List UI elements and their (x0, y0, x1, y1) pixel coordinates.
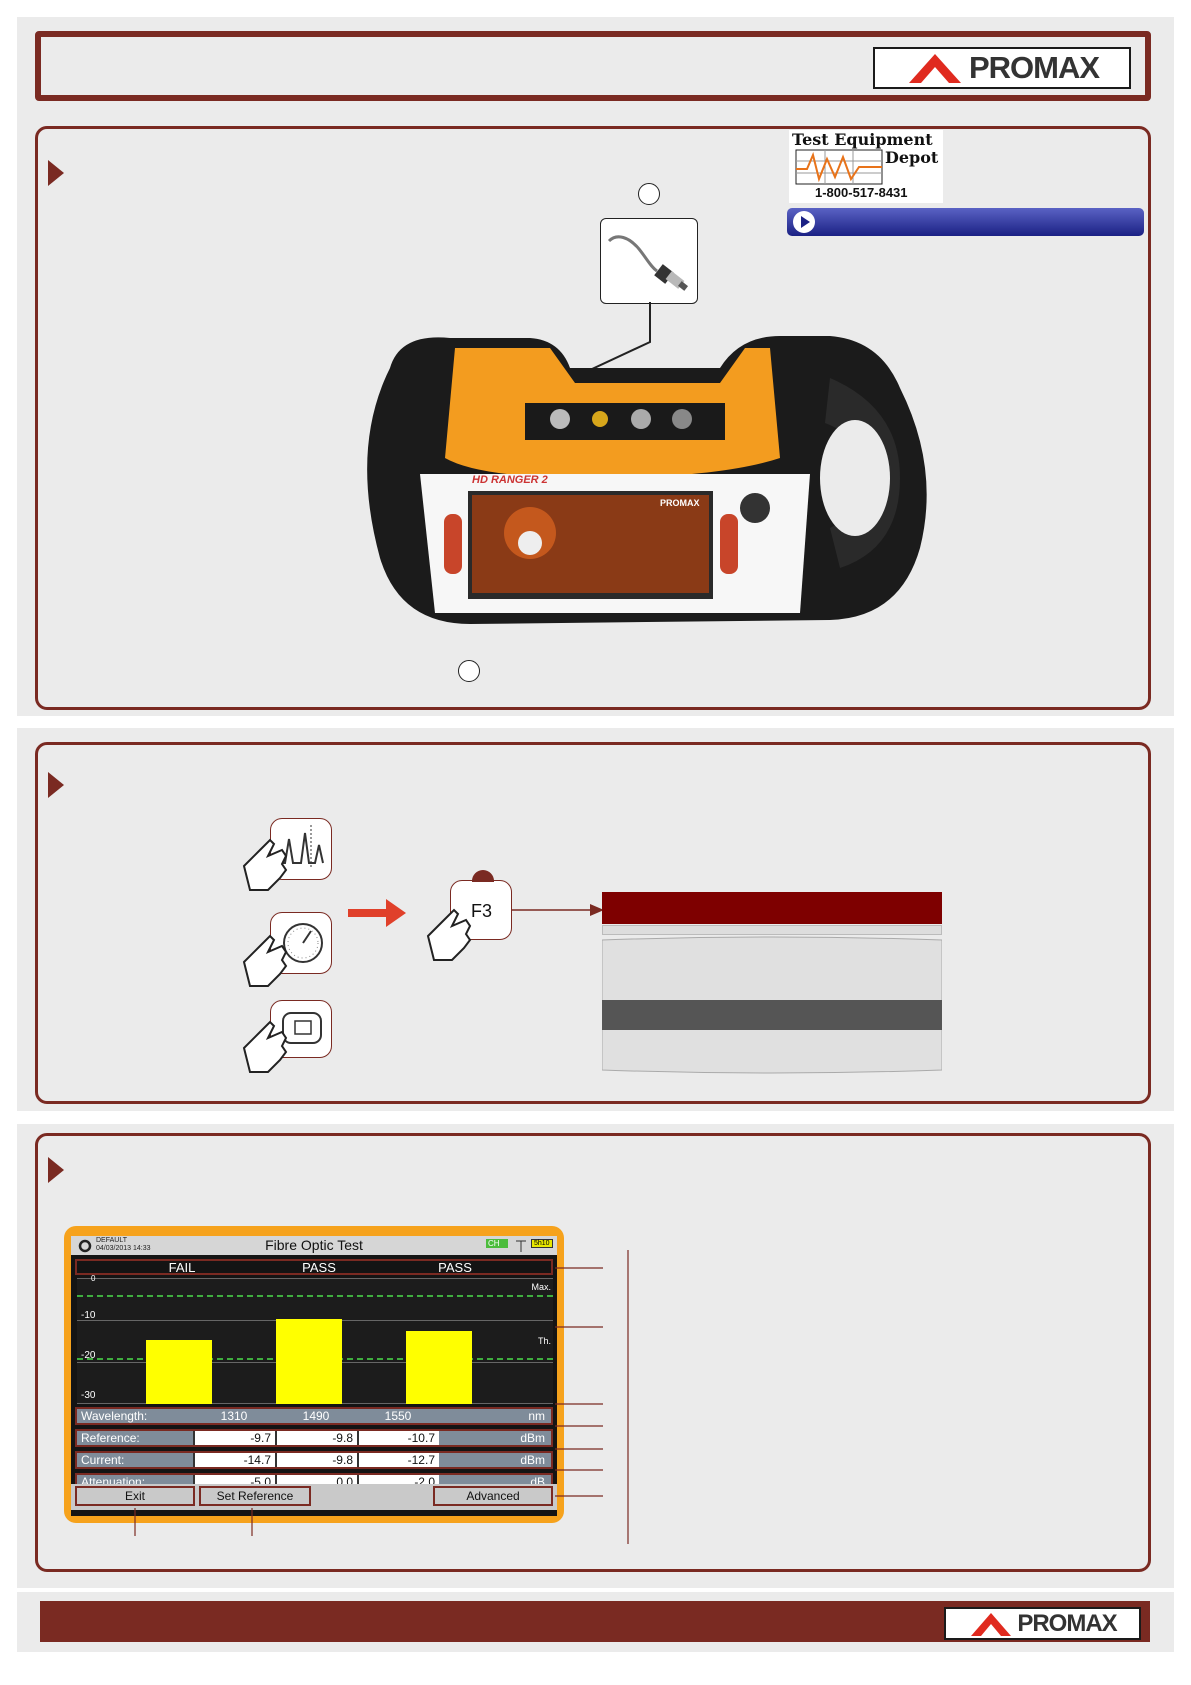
promax-logo-bottom: PROMAX (944, 1607, 1141, 1640)
threshold-label: Th. (537, 1336, 551, 1346)
wavelength-3: 1550 (357, 1409, 439, 1423)
menu-header-bar (602, 892, 942, 924)
result-1490: PASS (302, 1260, 336, 1275)
ad-line2: Depot (885, 148, 939, 167)
reference-1: -9.7 (193, 1431, 275, 1445)
menu-leader-arrow (512, 904, 604, 916)
device-screen-logo: PROMAX (660, 498, 700, 508)
y-tick-10: -10 (81, 1310, 96, 1321)
menu-separator (602, 925, 942, 935)
antenna-icon (516, 1240, 526, 1252)
set-reference-button[interactable]: Set Reference (199, 1486, 311, 1506)
section-2-arrow-icon (48, 772, 64, 798)
play-icon[interactable] (793, 211, 815, 233)
promax-logo-text: PROMAX (968, 50, 1100, 85)
fibre-connector-icon (607, 235, 688, 291)
section-3-arrow-icon (48, 1157, 64, 1183)
wavelength-1: 1310 (193, 1409, 275, 1423)
pointing-hands (242, 838, 288, 1073)
attenuation-bar-chart: 0 -10 -20 -30 Max. Th. (77, 1274, 553, 1404)
settings-gear-icon (78, 1239, 92, 1253)
screen-datetime: 04/03/2013 14:33 (96, 1245, 151, 1252)
promax-logo-top: PROMAX (873, 47, 1131, 89)
f3-key-label: F3 (471, 901, 493, 921)
promax-triangle-icon-bottom (971, 1612, 1012, 1636)
wavelength-unit: nm (528, 1409, 545, 1423)
bar-1490 (276, 1319, 342, 1404)
reference-label: Reference: (81, 1431, 140, 1445)
section-menu-frame (35, 742, 1151, 1104)
results-row: FAIL PASS PASS (75, 1259, 553, 1275)
wavelength-2: 1490 (275, 1409, 357, 1423)
f3-hand (426, 908, 472, 961)
ad-phone: 1-800-517-8431 (815, 185, 908, 200)
section-1-arrow-icon (48, 160, 64, 186)
current-1: -14.7 (193, 1453, 275, 1467)
device-model-label: HD RANGER 2 (472, 474, 548, 486)
battery-badge: 5h10 (531, 1239, 553, 1248)
result-1310: FAIL (168, 1260, 196, 1275)
play-video-bar[interactable] (787, 208, 1144, 236)
current-label: Current: (81, 1453, 125, 1467)
f3-key-tab (472, 870, 494, 882)
menu-mockup (602, 892, 942, 1076)
reference-3: -10.7 (357, 1431, 439, 1445)
fibre-connector-callout (600, 218, 698, 304)
current-unit: dBm (520, 1453, 545, 1467)
signal-graph-icon (795, 149, 883, 185)
bar-1550 (406, 1331, 472, 1404)
y-tick-0: 0 (91, 1274, 96, 1283)
max-label: Max. (531, 1282, 551, 1292)
screen-callout-lines (555, 1250, 629, 1544)
current-3: -12.7 (357, 1453, 439, 1467)
screen-status-bar: DEFAULT 04/03/2013 14:33 Fibre Optic Tes… (71, 1236, 557, 1255)
test-equipment-depot-ad[interactable]: Test Equipment Depot 1-800-517-8431 (789, 130, 943, 203)
menu-body (602, 936, 942, 1074)
result-1550: PASS (438, 1260, 472, 1275)
bar-1310 (146, 1339, 212, 1404)
row-wavelength: Wavelength: 1310 1490 1550 nm (75, 1407, 553, 1425)
max-line (77, 1294, 553, 1297)
grid-line-0 (77, 1278, 553, 1279)
row-reference: Reference: -9.7 -9.8 -10.7 dBm (75, 1429, 553, 1447)
wavelength-label: Wavelength: (81, 1409, 148, 1423)
callout-number-top (638, 183, 660, 205)
advanced-button[interactable]: Advanced (433, 1486, 553, 1506)
reference-2: -9.8 (275, 1431, 357, 1445)
callout-number-bottom (458, 660, 480, 682)
ad-line1: Test Equipment (792, 130, 933, 149)
button-callout-lines (134, 1508, 253, 1536)
red-arrow-icon (348, 899, 406, 927)
current-2: -9.8 (275, 1453, 357, 1467)
spectrum-icon (279, 825, 324, 867)
y-tick-20: -20 (81, 1350, 96, 1361)
promax-logo-text-bottom: PROMAX (1017, 1609, 1117, 1637)
exit-button[interactable]: Exit (75, 1486, 195, 1506)
channel-status-badge: CH (486, 1239, 508, 1248)
row-current: Current: -14.7 -9.8 -12.7 dBm (75, 1451, 553, 1469)
device-illustration: HD RANGER 2 PROMAX (360, 328, 940, 630)
screen-title: Fibre Optic Test (265, 1237, 363, 1253)
fibre-optic-test-screen: DEFAULT 04/03/2013 14:33 Fibre Optic Tes… (64, 1226, 564, 1523)
gauge-icon (283, 923, 323, 963)
promax-triangle-icon (908, 54, 961, 83)
device-body (367, 336, 927, 624)
y-tick-30: -30 (81, 1390, 96, 1401)
tv-screen-icon (282, 1012, 322, 1044)
screen-profile: DEFAULT (96, 1237, 127, 1244)
reference-unit: dBm (520, 1431, 545, 1445)
